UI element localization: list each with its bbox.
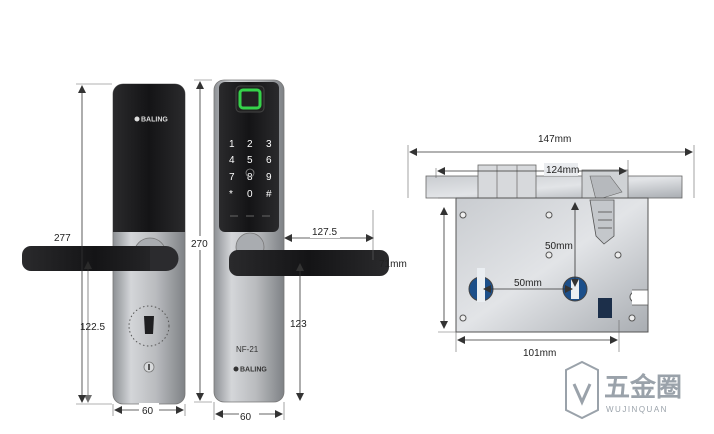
key-6: 6 — [266, 155, 272, 166]
front-knob-dial — [128, 305, 170, 347]
body-length-label: 101mm — [523, 348, 556, 359]
back-panel-screen — [219, 82, 279, 232]
model-label: NF-21 — [236, 345, 259, 354]
back-width-label: 60 — [240, 412, 252, 423]
watermark-text: 五金圈 — [604, 372, 682, 402]
key-5: 5 — [247, 155, 253, 166]
deadbolt — [477, 164, 537, 199]
key-3: 3 — [266, 139, 272, 150]
mortise-lock — [425, 164, 683, 333]
back-panel: 1 2 3 4 5 6 7 8 9 * 0 # NF-21 BALING — [213, 79, 389, 403]
front-height-label: 277 — [54, 233, 71, 244]
front-brand-logo: BALING — [134, 116, 168, 124]
vertical-spacing-label: 50mm — [545, 241, 573, 252]
back-height-label: 270 — [191, 239, 208, 250]
key-4: 4 — [229, 155, 235, 166]
back-handle-lever — [229, 250, 389, 276]
back-brand-logo: BALING — [233, 366, 267, 374]
back-brand-text: BALING — [240, 367, 267, 374]
back-handle-height-label: 123 — [290, 319, 307, 330]
key-0: 0 — [247, 189, 253, 200]
back-dimensions: 270 127.5 123 60 — [189, 79, 374, 423]
front-width-label: 60 — [142, 406, 154, 417]
watermark-logo-icon — [565, 360, 599, 420]
key-9: 9 — [266, 172, 272, 183]
total-length-label: 147mm — [538, 134, 571, 145]
key-1: 1 — [229, 139, 235, 150]
front-panel-black-top — [113, 84, 185, 232]
card-reader-icon — [245, 168, 255, 178]
mortise-faceplate — [425, 175, 683, 199]
latch-span-label: 124mm — [546, 165, 579, 176]
case-height-label: 71mm — [379, 259, 407, 270]
key-star: * — [229, 189, 233, 200]
front-panel: BALING — [22, 83, 186, 405]
key-8: 8 — [247, 172, 253, 183]
latch-spring-mechanism — [589, 199, 615, 245]
key-2: 2 — [247, 139, 253, 150]
mortise-dimensions: 147mm 124mm 71mm 50mm 50mm 101mm — [379, 134, 695, 359]
front-brand-text: BALING — [141, 117, 168, 124]
mortise-case — [455, 197, 649, 333]
front-dimensions: 277 122.5 60 — [52, 83, 186, 417]
keypad: 1 2 3 4 5 6 7 8 9 * 0 # — [229, 139, 272, 200]
fingerprint-sensor — [235, 85, 265, 113]
key-hash: # — [266, 189, 272, 200]
back-handle-length-label: 127.5 — [312, 227, 337, 238]
horizontal-spacing-label: 50mm — [514, 278, 542, 289]
front-handle-lever — [22, 246, 168, 271]
watermark-subtext: WUJINQUAN — [606, 405, 668, 414]
watermark: 五金圈 WUJINQUAN — [565, 360, 682, 420]
front-thumb-knob — [144, 316, 154, 334]
front-handle-height-label: 122.5 — [80, 322, 105, 333]
key-7: 7 — [229, 172, 235, 183]
